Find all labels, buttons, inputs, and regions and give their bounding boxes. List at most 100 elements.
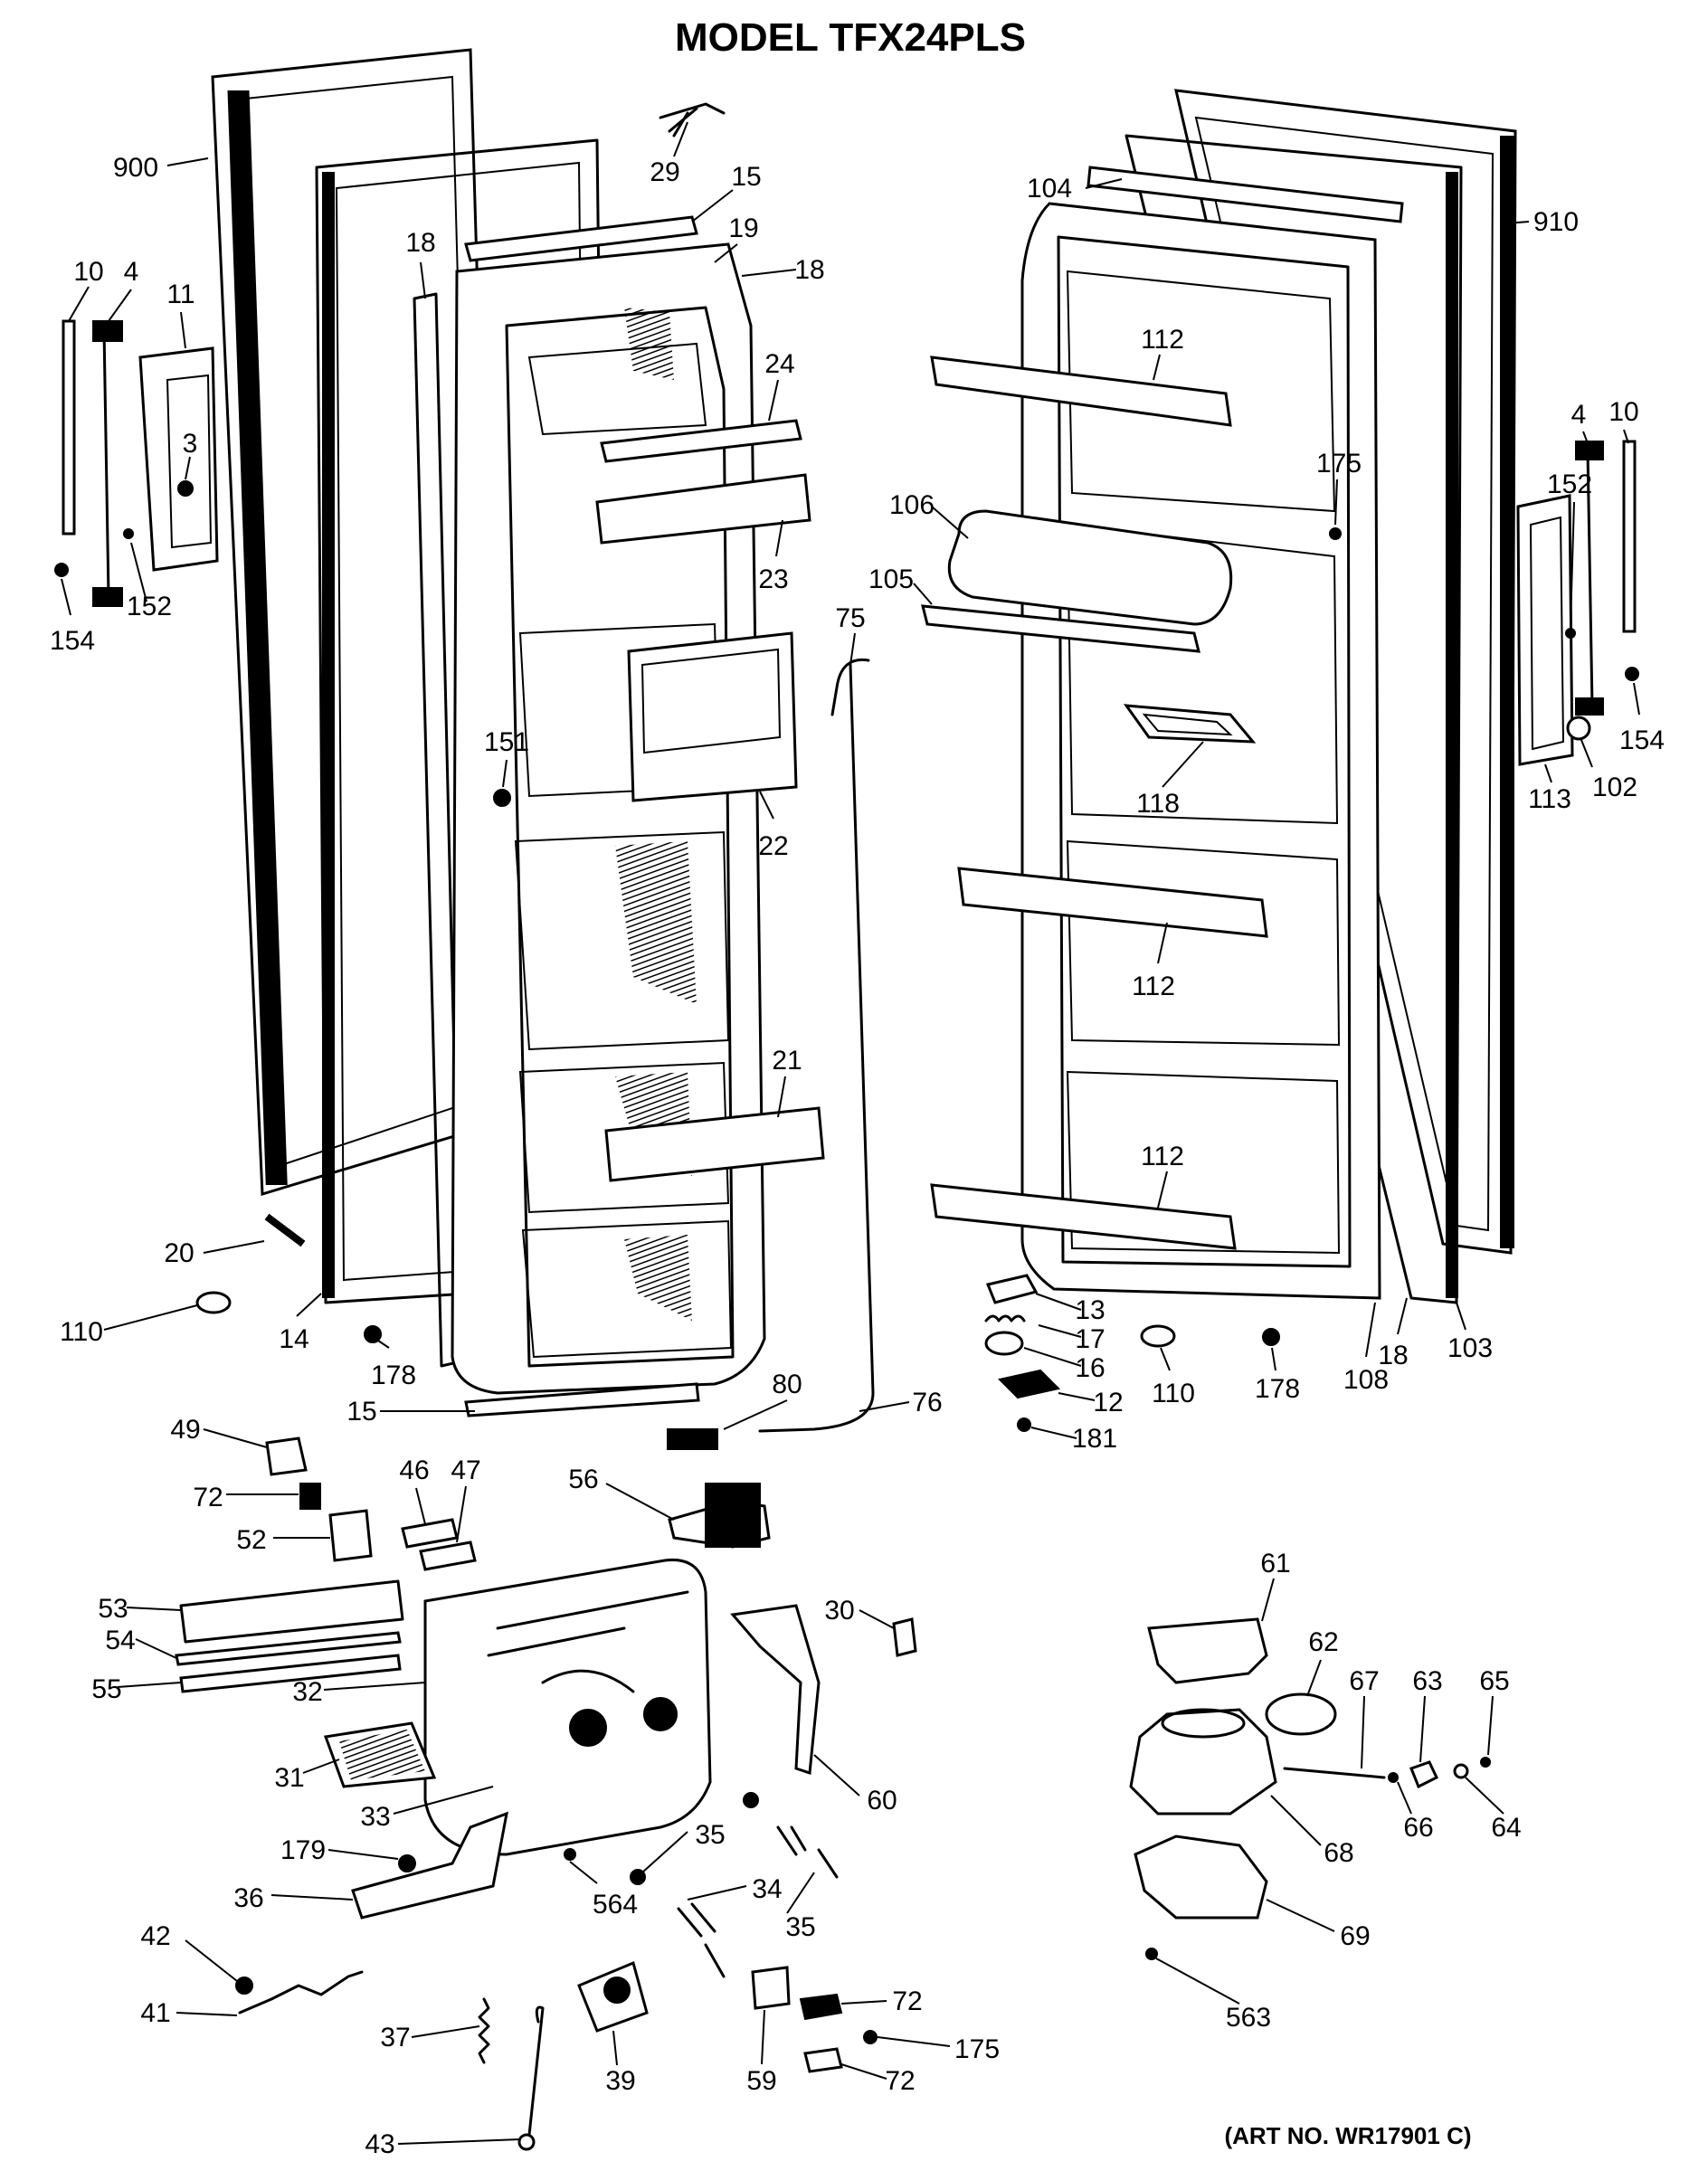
freezer-shelf-24	[600, 419, 802, 463]
callout-80: 80	[772, 1370, 802, 1399]
part-110-left	[195, 1291, 232, 1314]
callout-3: 3	[183, 429, 198, 459]
part-178-right	[1262, 1328, 1280, 1346]
bracket-60	[730, 1604, 821, 1776]
callout-112-middle: 112	[1132, 972, 1175, 1001]
screw-154-right	[1625, 667, 1639, 681]
callout-178-left: 178	[371, 1360, 416, 1390]
callout-10-left: 10	[73, 257, 103, 287]
callout-43: 43	[365, 2129, 394, 2159]
housing-68	[1129, 1708, 1277, 1815]
callout-563: 563	[1226, 2003, 1271, 2033]
callout-102: 102	[1592, 773, 1637, 802]
switch-52	[328, 1509, 373, 1562]
handle-10-right	[1622, 440, 1637, 633]
part-178-left	[364, 1325, 382, 1343]
callout-564: 564	[593, 1890, 638, 1920]
diagram-title: MODEL TFX24PLS	[675, 15, 1026, 60]
callout-118: 118	[1136, 789, 1180, 819]
water-tube-75	[758, 658, 875, 1433]
callout-20: 20	[164, 1238, 194, 1268]
callout-154-right: 154	[1619, 725, 1665, 755]
butter-compartment-106	[947, 509, 1233, 626]
callout-181: 181	[1072, 1424, 1117, 1454]
callout-22: 22	[758, 831, 788, 861]
cable-43	[517, 2005, 545, 2151]
hinge-parts-12-13-16-17	[984, 1274, 1060, 1432]
screw-151	[493, 789, 511, 807]
springs-34-35	[630, 1792, 839, 1978]
callout-15-bottom: 15	[346, 1397, 376, 1427]
freezer-shelf-23	[595, 473, 811, 545]
freezer-door-liner	[451, 242, 766, 1395]
shelf-112-middle	[957, 867, 1268, 938]
pad-54	[175, 1631, 402, 1666]
callout-179: 179	[280, 1835, 326, 1865]
shelf-112-bottom	[930, 1183, 1237, 1250]
fresh-food-door-liner	[1020, 202, 1381, 1300]
spring-37	[478, 1997, 490, 2064]
callout-13: 13	[1075, 1295, 1105, 1325]
actuator-46-47	[401, 1518, 477, 1571]
callout-56: 56	[568, 1465, 598, 1494]
part-179	[398, 1854, 416, 1872]
callout-42: 42	[140, 1921, 170, 1951]
callout-18-right: 18	[1378, 1341, 1408, 1370]
plug-102	[1566, 716, 1591, 741]
screw-152-left	[123, 528, 134, 539]
callout-24: 24	[764, 349, 794, 379]
handle-mount-4-left	[92, 320, 123, 607]
callout-900: 900	[113, 153, 158, 183]
callout-106: 106	[889, 490, 935, 520]
trim-55	[179, 1654, 402, 1693]
art-number: (ART NO. WR17901 C)	[1224, 2122, 1471, 2149]
callout-30: 30	[824, 1596, 854, 1626]
callout-47: 47	[451, 1455, 480, 1485]
callout-61: 61	[1260, 1549, 1290, 1578]
callout-154-left: 154	[50, 626, 95, 656]
plate-36	[351, 1811, 508, 1920]
callout-35-top: 35	[695, 1820, 725, 1850]
callout-15-top: 15	[731, 162, 761, 192]
callout-72-top: 72	[193, 1483, 223, 1512]
callout-41: 41	[140, 1998, 170, 2028]
part-110-right	[1140, 1324, 1176, 1348]
callout-19: 19	[728, 213, 758, 243]
handle-10-left	[62, 319, 76, 536]
callout-103: 103	[1447, 1333, 1493, 1363]
switch-72-top	[299, 1483, 321, 1510]
switches-72-175	[799, 1993, 878, 2073]
callout-53: 53	[98, 1594, 128, 1624]
callout-49: 49	[170, 1415, 200, 1445]
callout-178-right: 178	[1255, 1374, 1300, 1404]
frame-53	[179, 1579, 404, 1644]
callout-152-left: 152	[127, 592, 172, 621]
callout-68: 68	[1324, 1838, 1353, 1868]
callout-46: 46	[399, 1455, 429, 1485]
part-29	[659, 102, 726, 137]
callout-52: 52	[236, 1525, 266, 1555]
callout-72-middle: 72	[892, 1986, 922, 2016]
callout-152-right: 152	[1547, 469, 1592, 499]
callout-65: 65	[1479, 1666, 1509, 1696]
callout-29: 29	[650, 157, 679, 187]
screw-563	[1145, 1948, 1158, 1960]
dispenser-panel-22	[627, 631, 798, 802]
door-cap-104	[1086, 166, 1404, 223]
screw-152-right	[1565, 628, 1576, 639]
hinge-20	[264, 1213, 306, 1247]
callout-34: 34	[752, 1874, 782, 1904]
bracket-11	[138, 346, 219, 572]
handle-mount-4-right	[1575, 441, 1604, 716]
leader-lines	[61, 121, 1640, 2145]
callout-175-bottom: 175	[954, 2034, 1000, 2064]
callout-108: 108	[1343, 1365, 1389, 1395]
callout-23: 23	[758, 564, 788, 594]
callout-39: 39	[605, 2066, 635, 2096]
solenoid-56	[668, 1483, 771, 1549]
clip-30	[892, 1617, 917, 1657]
screw-564	[564, 1848, 576, 1861]
screw-175-top	[1329, 527, 1342, 540]
callout-32: 32	[292, 1677, 322, 1707]
